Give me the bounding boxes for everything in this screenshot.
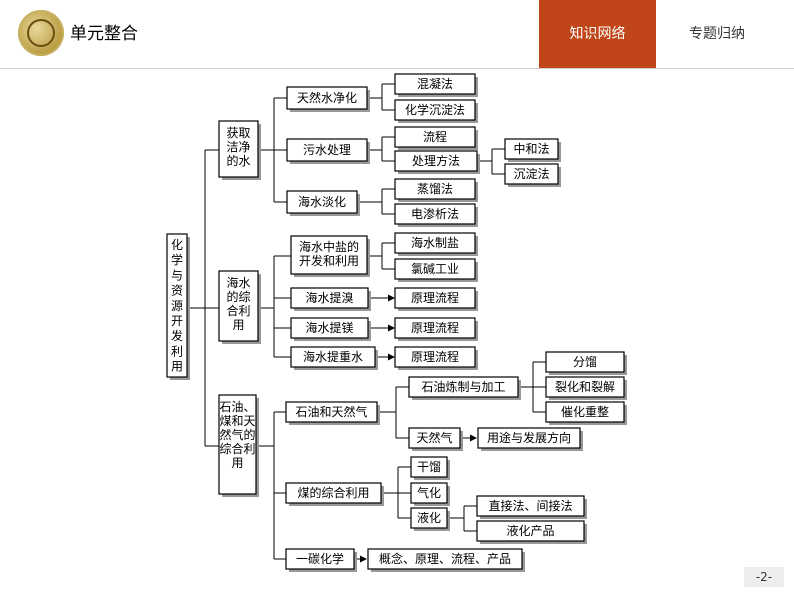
fossil-fuels-label: 石油、煤和天然气的综合利用 (219, 400, 255, 470)
school-logo-icon (18, 10, 64, 56)
svg-text:海水制盐: 海水制盐 (411, 235, 459, 250)
node-c1-chemistry: 一碳化学 (285, 548, 357, 572)
node-precipitation: 沉淀法 (504, 163, 561, 187)
node-neutralization: 中和法 (504, 138, 561, 162)
node-dry-distillation: 干馏 (410, 456, 450, 480)
svg-text:氯碱工业: 氯碱工业 (411, 262, 459, 276)
node-electrodialysis: 电渗析法 (394, 203, 478, 227)
node-coal-utilization: 煤的综合利用 (285, 482, 384, 506)
svg-text:天然气: 天然气 (416, 430, 452, 445)
node-desalination: 海水淡化 (286, 190, 360, 216)
svg-text:海水提溴: 海水提溴 (305, 290, 353, 305)
node-oil-refining: 石油炼制与加工 (408, 376, 521, 400)
svg-text:原理流程: 原理流程 (411, 290, 459, 305)
svg-text:气化: 气化 (417, 485, 441, 500)
tab-topic-summary[interactable]: 专题归纳 (689, 26, 745, 42)
node-sea-salt-development: 海水中盐的开发和利用 (290, 235, 370, 277)
svg-text:海水提重水: 海水提重水 (303, 349, 363, 364)
node-process-flow: 流程 (394, 126, 478, 150)
svg-text:分馏: 分馏 (573, 355, 597, 369)
connector-lines (187, 83, 546, 563)
tab-knowledge-network[interactable]: 知识网络 (539, 0, 656, 68)
node-liquefaction-products: 液化产品 (476, 520, 587, 544)
seawater-utilization-label: 海水的综合利用 (226, 275, 250, 332)
svg-text:概念、原理、流程、产品: 概念、原理、流程、产品 (379, 551, 511, 566)
svg-text:原理流程: 原理流程 (411, 349, 459, 364)
svg-text:流程: 流程 (423, 129, 447, 144)
node-root: 化学与资源开发利用 (166, 233, 190, 380)
svg-text:天然水净化: 天然水净化 (297, 90, 357, 105)
node-clean-water: 获取洁净的水 (218, 120, 261, 180)
node-natural-gas: 天然气 (408, 427, 463, 451)
page-number: -2- (744, 567, 784, 587)
node-bromine-extraction: 海水提溴 (290, 287, 371, 311)
node-cracking: 裂化和裂解 (545, 376, 627, 400)
node-heavy-water-extraction: 海水提重水 (290, 346, 378, 370)
svg-text:蒸馏法: 蒸馏法 (417, 182, 453, 196)
node-chemical-precipitation: 化学沉淀法 (394, 99, 478, 123)
node-petroleum-gas: 石油和天然气 (285, 401, 380, 425)
svg-text:污水处理: 污水处理 (303, 143, 351, 157)
header-divider (0, 68, 794, 69)
node-fossil-fuels: 石油、煤和天然气的综合利用 (218, 394, 259, 497)
svg-text:用途与发展方向: 用途与发展方向 (487, 430, 571, 445)
svg-text:混凝法: 混凝法 (417, 76, 453, 91)
node-coagulation: 混凝法 (394, 73, 478, 97)
root-label: 化学与资源开发利用 (171, 238, 183, 374)
svg-text:石油和天然气: 石油和天然气 (295, 404, 367, 419)
svg-text:一碳化学: 一碳化学 (296, 551, 344, 566)
svg-text:海水淡化: 海水淡化 (298, 194, 346, 209)
svg-text:原理流程: 原理流程 (411, 320, 459, 335)
node-principle-flow-bromine: 原理流程 (394, 287, 478, 311)
svg-text:催化重整: 催化重整 (561, 404, 609, 419)
node-treatment-methods: 处理方法 (394, 150, 480, 174)
node-gas-uses: 用途与发展方向 (477, 427, 583, 451)
svg-text:电渗析法: 电渗析法 (411, 206, 459, 221)
node-salt-production: 海水制盐 (394, 232, 478, 256)
node-c1-concepts: 概念、原理、流程、产品 (367, 548, 525, 572)
node-natural-water-purification: 天然水净化 (286, 86, 370, 112)
node-distillation: 蒸馏法 (394, 178, 478, 202)
node-fractional-distillation: 分馏 (545, 351, 627, 375)
node-chlor-alkali: 氯碱工业 (394, 258, 478, 282)
svg-text:沉淀法: 沉淀法 (513, 167, 549, 181)
svg-text:直接法、间接法: 直接法、间接法 (488, 498, 572, 513)
svg-text:液化产品: 液化产品 (506, 523, 554, 538)
svg-text:化学沉淀法: 化学沉淀法 (405, 102, 465, 117)
sea-salt-label: 海水中盐的开发和利用 (299, 239, 359, 268)
svg-text:中和法: 中和法 (513, 141, 549, 156)
node-principle-flow-heavy-water: 原理流程 (394, 346, 478, 370)
page-title: 单元整合 (70, 24, 138, 44)
node-principle-flow-magnesium: 原理流程 (394, 317, 478, 341)
header-bar: 单元整合 知识网络 专题归纳 (0, 0, 794, 68)
node-seawater-utilization: 海水的综合利用 (218, 270, 261, 344)
node-liquefaction: 液化 (410, 507, 450, 531)
svg-text:石油炼制与加工: 石油炼制与加工 (421, 379, 505, 394)
svg-text:干馏: 干馏 (417, 460, 441, 474)
svg-text:处理方法: 处理方法 (412, 153, 460, 168)
node-direct-indirect: 直接法、间接法 (476, 495, 587, 519)
svg-text:液化: 液化 (417, 510, 441, 525)
node-sewage-treatment: 污水处理 (286, 138, 370, 164)
node-gasification: 气化 (410, 482, 450, 506)
svg-text:海水提镁: 海水提镁 (305, 320, 353, 335)
node-magnesium-extraction: 海水提镁 (290, 317, 371, 341)
svg-text:裂化和裂解: 裂化和裂解 (555, 380, 615, 394)
node-catalytic-reforming: 催化重整 (545, 401, 627, 425)
clean-water-label: 获取洁净的水 (226, 126, 250, 168)
svg-text:煤的综合利用: 煤的综合利用 (297, 485, 369, 500)
